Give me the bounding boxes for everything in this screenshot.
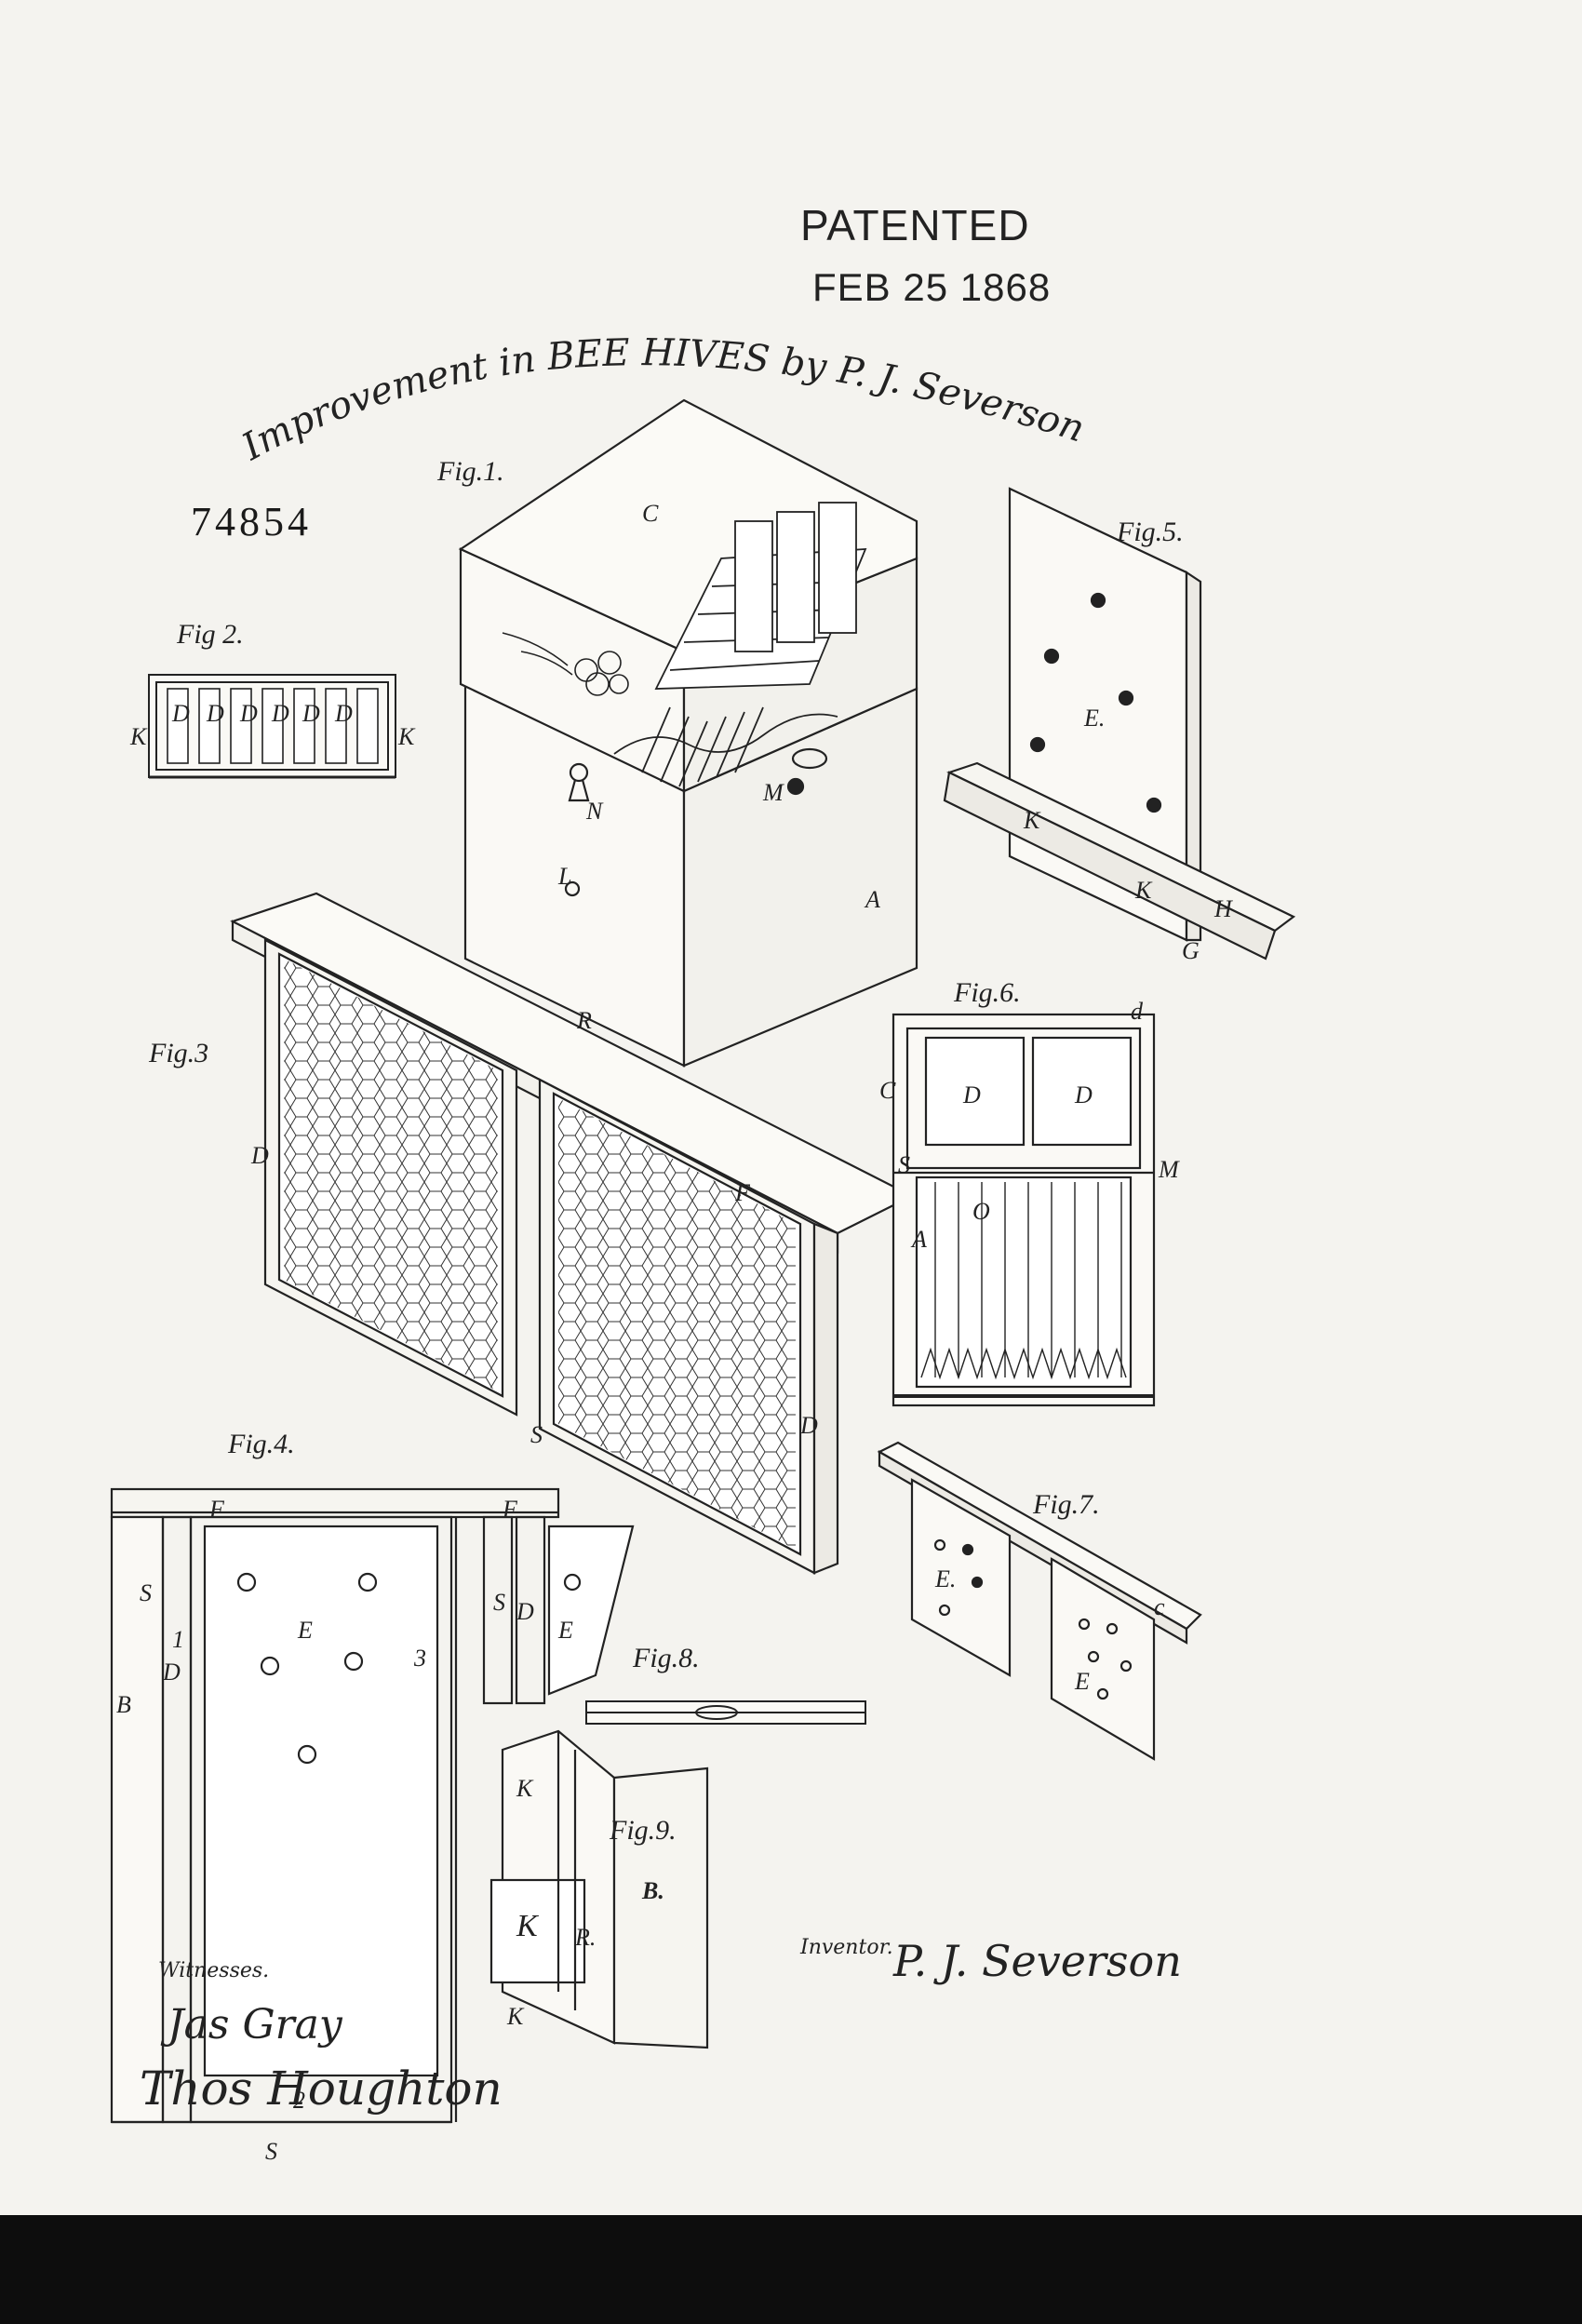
fig9-caption: Fig.9.	[610, 1815, 677, 1846]
fig4-frame-section-drawing	[110, 1487, 635, 2124]
svg-text:D: D	[271, 700, 289, 727]
fig4-caption: Fig.4.	[228, 1429, 295, 1459]
fig2-section-drawing	[148, 674, 396, 779]
patented-stamp: PATENTED	[800, 201, 1030, 249]
fig8-caption: Fig.8.	[633, 1643, 700, 1673]
svg-text:F: F	[734, 1179, 751, 1206]
svg-text:H: H	[1213, 895, 1233, 922]
svg-text:R: R	[576, 1007, 592, 1034]
svg-text:R.: R.	[574, 1924, 596, 1951]
honeycomb-pattern-1	[284, 959, 498, 1391]
fig1-letters: C N M L A	[557, 500, 880, 913]
svg-text:S: S	[265, 2138, 277, 2165]
svg-text:F: F	[502, 1496, 518, 1523]
svg-text:K: K	[516, 1909, 540, 1943]
svg-text:S: S	[140, 1579, 152, 1606]
svg-text:A: A	[910, 1226, 927, 1253]
svg-text:B.: B.	[641, 1877, 664, 1904]
svg-text:O: O	[972, 1198, 990, 1225]
scan-bottom-edge	[0, 2215, 1582, 2324]
svg-text:S: S	[898, 1151, 910, 1178]
witness-signature-2: Thos Houghton	[140, 2062, 503, 2116]
svg-text:E.: E.	[934, 1565, 956, 1592]
svg-text:D: D	[516, 1598, 534, 1625]
svg-text:D: D	[799, 1412, 818, 1439]
svg-text:S: S	[530, 1421, 543, 1448]
svg-text:D: D	[239, 700, 258, 727]
fig1-bee-hive-drawing	[458, 398, 918, 1068]
svg-text:K: K	[516, 1775, 534, 1802]
fig4-letters: B S 1 D E 3 F F S D E 2 S	[116, 1496, 573, 2165]
fig5-caption: Fig.5.	[1117, 517, 1184, 547]
fig1-caption: Fig.1.	[437, 456, 504, 487]
svg-text:G: G	[1182, 937, 1200, 964]
svg-text:K: K	[1023, 807, 1041, 834]
fig5-board-drawing	[943, 487, 1296, 960]
witness-signature-1: Jas Gray	[168, 2001, 342, 2049]
svg-text:S: S	[493, 1589, 505, 1616]
svg-text:K: K	[506, 2003, 525, 2030]
svg-text:3: 3	[413, 1645, 426, 1672]
fig3-letters: D F D S R	[250, 1007, 818, 1448]
svg-text:E.: E.	[1083, 705, 1105, 732]
inventor-label: Inventor.	[800, 1936, 893, 1959]
patent-title: Improvement in BEE HIVES by P. J. Severs…	[0, 0, 1090, 469]
svg-text:A: A	[864, 886, 880, 913]
svg-text:D: D	[962, 1081, 981, 1108]
patent-date-stamp: FEB 25 1868	[812, 265, 1052, 309]
svg-text:D: D	[162, 1659, 181, 1686]
svg-text:F: F	[208, 1496, 225, 1523]
honeycomb-pattern-2	[558, 1098, 796, 1550]
svg-text:C: C	[879, 1077, 896, 1104]
svg-text:D: D	[334, 700, 353, 727]
svg-text:N: N	[585, 798, 604, 825]
svg-text:M: M	[1158, 1156, 1180, 1183]
fig2-caption: Fig 2.	[177, 619, 244, 650]
svg-text:C: C	[642, 500, 659, 527]
fig9-letters: K R. B. K K	[506, 1775, 664, 2030]
svg-text:d: d	[1131, 998, 1144, 1025]
svg-text:1: 1	[172, 1626, 184, 1653]
svg-text:K: K	[129, 723, 148, 750]
svg-text:B: B	[116, 1691, 131, 1718]
svg-text:D: D	[250, 1142, 269, 1169]
fig6-letters: D D C S d M A O	[879, 998, 1180, 1253]
svg-text:D: D	[171, 700, 190, 727]
fig7-caption: Fig.7.	[1033, 1489, 1100, 1520]
fig3-caption: Fig.3	[149, 1038, 209, 1068]
fig7-boards-drawing	[877, 1441, 1202, 1761]
svg-text:D: D	[206, 700, 224, 727]
fig7-letters: E. E c	[934, 1565, 1165, 1695]
fig8-strip-drawing	[585, 1700, 866, 1725]
svg-text:D: D	[1074, 1081, 1093, 1108]
svg-text:K: K	[1134, 877, 1153, 904]
fig6-cross-section-drawing	[892, 1013, 1156, 1407]
svg-text:E: E	[557, 1617, 573, 1644]
svg-text:K: K	[397, 723, 416, 750]
fig9-corner-drawing	[489, 1729, 709, 2049]
patent-number: 74854	[191, 499, 312, 544]
inventor-signature: P. J. Severson	[893, 1936, 1182, 1986]
svg-text:E: E	[297, 1617, 313, 1644]
svg-text:c: c	[1154, 1593, 1165, 1620]
fig6-caption: Fig.6.	[954, 977, 1021, 1008]
svg-text:E: E	[1074, 1668, 1090, 1695]
witnesses-label: Witnesses.	[158, 1959, 270, 1982]
svg-text:M: M	[762, 779, 784, 806]
fig5-letters: E. K K H G	[1023, 705, 1233, 964]
svg-text:2: 2	[293, 2087, 305, 2114]
svg-text:L: L	[557, 863, 571, 890]
svg-text:D: D	[302, 700, 320, 727]
